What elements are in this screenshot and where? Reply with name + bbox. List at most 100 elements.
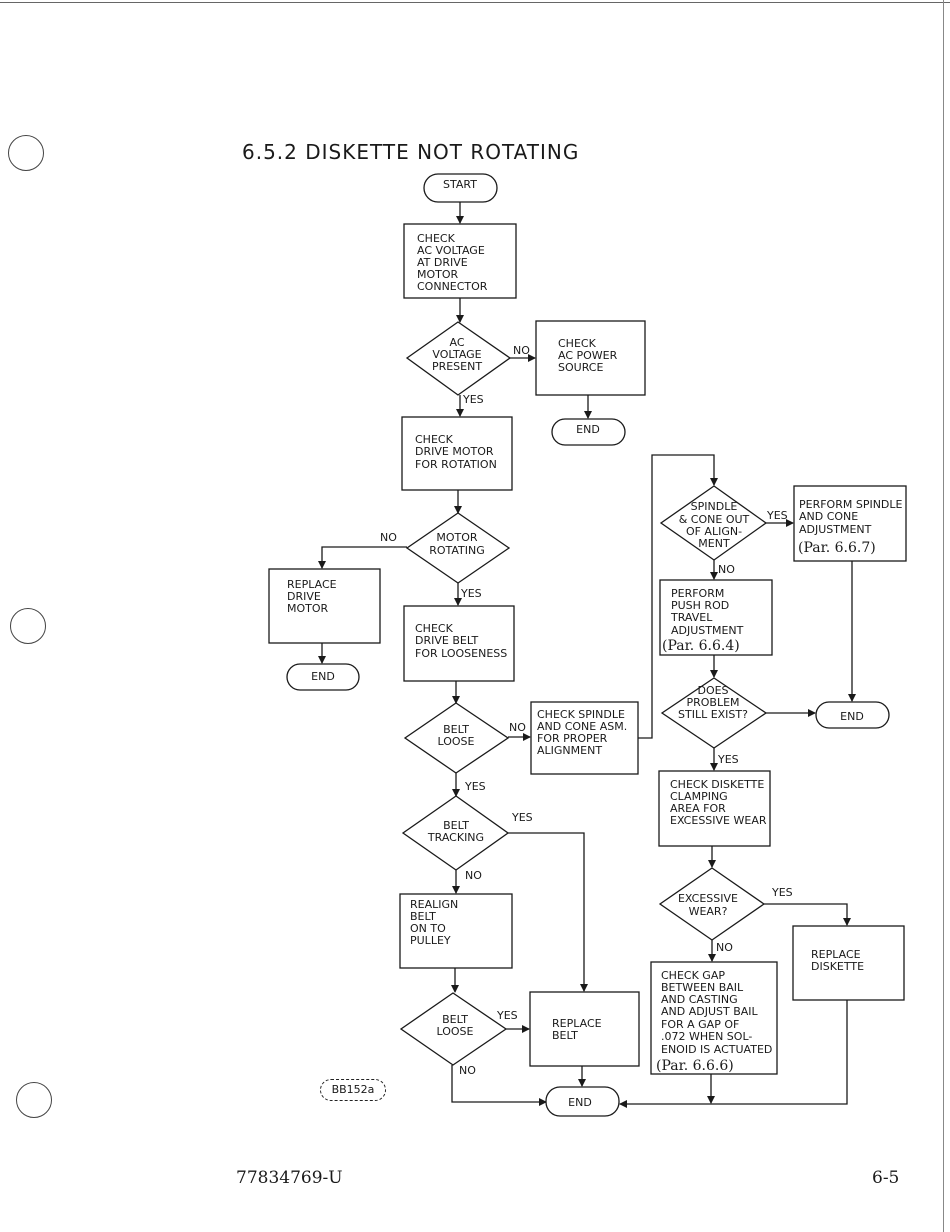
replace-drive-motor-box: REPLACE DRIVE MOTOR (268, 568, 381, 644)
node-text: MOTOR (436, 531, 478, 544)
node-text: FOR PROPER (537, 732, 608, 745)
node-text: REPLACE (287, 578, 337, 591)
node-text: CHECK (417, 232, 456, 245)
node-text: OF ALIGN- (686, 525, 742, 538)
check-drive-belt-box: CHECK DRIVE BELT FOR LOOSENESS (403, 605, 515, 682)
node-text: PUSH ROD (671, 599, 729, 612)
excessive-wear-decision: EXCESSIVE WEAR? (658, 867, 766, 941)
end-terminal-ac: END (551, 418, 626, 446)
node-text: DRIVE MOTOR (415, 445, 494, 458)
node-text: PERFORM (671, 587, 724, 600)
node-text: CONNECTOR (417, 280, 488, 293)
check-spindle-cone-box: CHECK SPINDLE AND CONE ASM. FOR PROPER A… (530, 701, 639, 775)
node-text: END (840, 710, 864, 723)
node-text: ROTATING (429, 544, 485, 557)
node-text: CHECK DISKETTE (670, 778, 764, 791)
belt-tracking-decision: BELT TRACKING (401, 795, 510, 871)
node-text: SOURCE (558, 361, 603, 374)
edge-label-no: NO (380, 531, 397, 544)
binder-hole-top (8, 135, 44, 171)
problem-still-exist-decision: DOES PROBLEM STILL EXIST? (660, 677, 768, 749)
node-text: ON TO (410, 922, 446, 935)
node-text: START (443, 178, 477, 191)
node-text: BELT (443, 819, 469, 832)
node-text: REALIGN (410, 898, 458, 911)
check-clamping-area-box: CHECK DISKETTE CLAMPING AREA FOR EXCESSI… (658, 770, 771, 847)
node-text: AND CONE ASM. (537, 720, 627, 733)
node-text: CHECK (415, 622, 454, 635)
edge-label-yes: YES (464, 780, 486, 793)
belt-loose-decision-1: BELT LOOSE (403, 702, 510, 774)
node-text: END (576, 423, 600, 436)
node-text: AT DRIVE (417, 256, 468, 269)
edge-label-no: NO (513, 344, 530, 357)
edge-label-no: NO (509, 721, 526, 734)
node-text: PULLEY (410, 934, 451, 947)
ac-voltage-present-decision: AC VOLTAGE PRESENT (405, 321, 512, 396)
node-text: LOOSE (438, 735, 475, 748)
node-text: REPLACE (552, 1017, 602, 1030)
node-text: CHECK SPINDLE (537, 708, 625, 721)
node-text: AC (449, 336, 464, 349)
node-text: PRESENT (432, 360, 482, 373)
node-text: AND CONE (799, 510, 858, 523)
edge-label-no: NO (459, 1064, 476, 1077)
edge-label-yes: YES (511, 811, 533, 824)
node-text: AC VOLTAGE (417, 244, 485, 257)
node-text: .072 WHEN SOL- (661, 1030, 752, 1043)
edge-label-yes: YES (766, 509, 788, 522)
node-text: AC POWER (558, 349, 618, 362)
node-text: MENT (698, 537, 730, 550)
check-drive-motor-box: CHECK DRIVE MOTOR FOR ROTATION (401, 416, 513, 491)
end-terminal-problem: END (815, 701, 890, 729)
edge-label-no: NO (716, 941, 733, 954)
node-text: DRIVE BELT (415, 634, 478, 647)
node-text: TRAVEL (670, 611, 713, 624)
node-text: MOTOR (287, 602, 329, 615)
right-border-line (943, 0, 944, 1232)
end-terminal-motor: END (286, 663, 360, 691)
node-text: ALIGNMENT (537, 744, 602, 757)
edge-label-no: NO (465, 869, 482, 882)
node-text: AREA FOR (670, 802, 726, 815)
edge-label-no: NO (718, 563, 735, 576)
node-text: REPLACE (811, 948, 861, 961)
spindle-out-of-alignment-decision: SPINDLE & CONE OUT OF ALIGN- MENT (659, 485, 768, 561)
node-text: STILL EXIST? (678, 708, 748, 721)
node-text: FOR ROTATION (415, 458, 497, 471)
node-text: ENOID IS ACTUATED (661, 1043, 772, 1056)
start-terminal: START (423, 173, 498, 203)
edge-label-yes: YES (460, 587, 482, 600)
node-text: AND ADJUST BAIL (661, 1005, 759, 1018)
binder-hole-middle (10, 608, 46, 644)
node-text: VOLTAGE (432, 348, 481, 361)
node-text: CLAMPING (670, 790, 728, 803)
node-text: BELT (442, 1013, 468, 1026)
end-terminal-final: END (545, 1086, 620, 1117)
node-text: END (568, 1096, 592, 1109)
document-number: 77834769-U (236, 1168, 343, 1188)
node-text: TRACKING (427, 831, 484, 844)
edge-labels: NO YES NO YES NO YES NO YES YES NO YES Y… (380, 344, 793, 1077)
node-text: CHECK (558, 337, 597, 350)
node-text: EXCESSIVE (678, 892, 738, 905)
edge-label-yes: YES (496, 1009, 518, 1022)
page-title: 6.5.2 DISKETTE NOT ROTATING (242, 140, 580, 164)
node-text: DOES (697, 684, 728, 697)
node-text: BELT (443, 723, 469, 736)
node-text: & CONE OUT (679, 513, 750, 526)
binder-hole-bottom (16, 1082, 52, 1118)
replace-belt-box: REPLACE BELT (529, 991, 640, 1067)
perform-pushrod-adjustment-box: PERFORM PUSH ROD TRAVEL ADJUSTMENT (Par.… (659, 579, 773, 656)
node-text: FOR LOOSENESS (415, 647, 507, 660)
node-text: BETWEEN BAIL (661, 981, 744, 994)
node-text: WEAR? (689, 905, 728, 918)
edge-label-yes: YES (462, 393, 484, 406)
node-text: CHECK GAP (661, 969, 725, 982)
top-border-line (0, 2, 950, 3)
connectors (318, 202, 856, 1108)
replace-diskette-box: REPLACE DISKETTE (792, 925, 905, 1001)
node-text: PERFORM SPINDLE (799, 498, 903, 511)
node-text: PROBLEM (686, 696, 739, 709)
